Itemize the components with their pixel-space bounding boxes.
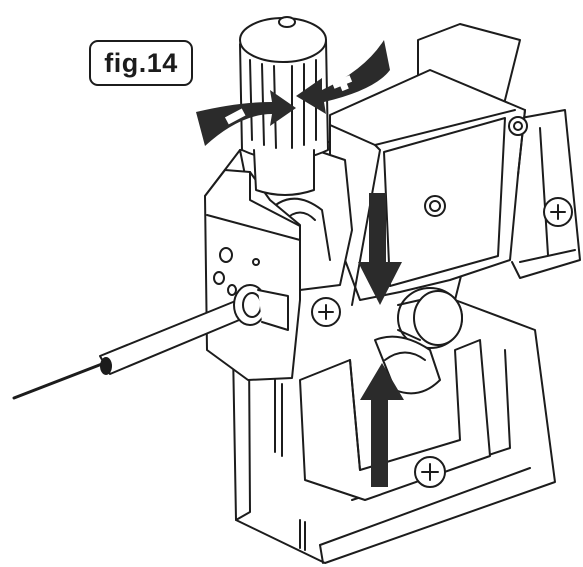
inlet-hole-icon bbox=[219, 247, 233, 263]
inlet-hole-icon bbox=[227, 284, 237, 296]
welding-wire-icon bbox=[12, 284, 289, 400]
figure-label: fig.14 bbox=[89, 40, 193, 86]
decrease-arrow-icon[interactable] bbox=[196, 90, 296, 146]
feed-block bbox=[204, 169, 301, 381]
pressure-arm-down-arrow-icon bbox=[358, 193, 402, 305]
right-bracket bbox=[509, 109, 581, 279]
screw-icon bbox=[414, 456, 446, 488]
pressure-arm bbox=[329, 69, 526, 306]
screw-icon bbox=[508, 116, 528, 136]
figure-label-text: fig.14 bbox=[104, 47, 178, 78]
arrow-symbols bbox=[224, 70, 353, 125]
lower-frame bbox=[299, 339, 491, 501]
screw-icon bbox=[311, 297, 341, 327]
drive-roll-up-arrow-icon bbox=[360, 363, 404, 487]
increase-arrow-icon[interactable] bbox=[296, 40, 390, 114]
screw-icon bbox=[543, 197, 573, 227]
inlet-hole-icon bbox=[213, 271, 225, 285]
screw-icon bbox=[424, 195, 446, 217]
